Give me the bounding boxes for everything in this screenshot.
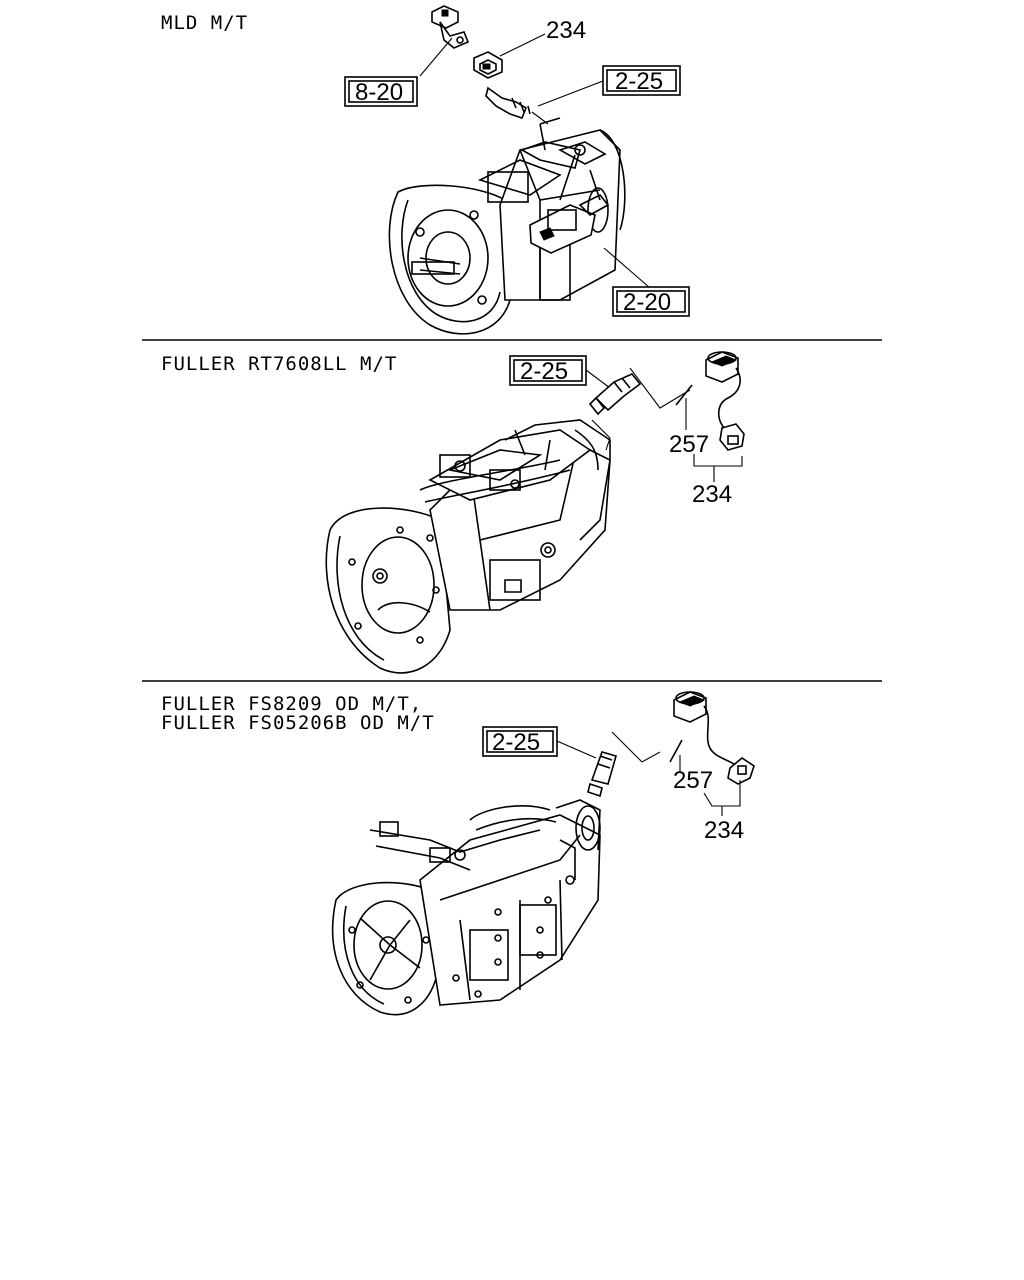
svg-text:2-25: 2-25 (615, 68, 663, 95)
leader-plug-to-pin-c (611, 731, 661, 763)
ref-box-2-20: 2-20 (612, 286, 690, 317)
part-number-234-c: 234 (704, 817, 744, 844)
section-title-mld: MLD M/T (161, 12, 248, 34)
part-number-234-b: 234 (692, 481, 732, 508)
section-fuller-rt7608ll: FULLER RT7608LL M/T 2-25 257 (161, 351, 745, 674)
svg-text:2-25: 2-25 (492, 729, 540, 756)
ref-box-2-25-b: 2-25 (509, 355, 587, 386)
speed-sensor (473, 51, 503, 79)
fs8209-transmission-illustration (332, 799, 601, 1016)
rt7608ll-transmission-illustration (325, 419, 611, 674)
part-number-257-b: 257 (669, 431, 709, 458)
section-mld: MLD M/T 234 8-20 2-25 (161, 5, 690, 335)
leader-234-a (499, 33, 546, 57)
speed-sensor-harness-b (705, 351, 745, 451)
bracket-234-b (693, 454, 743, 482)
speed-sensor-harness-c (673, 691, 755, 785)
part-number-257-c: 257 (673, 767, 713, 794)
plug-component-b (588, 373, 642, 416)
leader-plug-to-pin (629, 367, 691, 409)
svg-text:2-25: 2-25 (520, 358, 568, 385)
bracket-234-c (703, 780, 741, 816)
section-title-fs8209: FULLER FS8209 OD M/T, (161, 693, 422, 715)
mld-transmission-illustration (388, 117, 626, 335)
ref-box-2-25-a: 2-25 (602, 65, 681, 96)
ref-box-8-20: 8-20 (344, 76, 418, 107)
leader-8-20 (419, 37, 453, 77)
svg-text:2-20: 2-20 (623, 289, 671, 316)
leader-2-20 (603, 247, 651, 289)
leader-2-25-a (537, 80, 604, 107)
switch-component (431, 5, 470, 49)
section-fuller-fs8209: FULLER FS8209 OD M/T, FULLER FS05206B OD… (161, 691, 755, 1016)
section-title-rt7608ll: FULLER RT7608LL M/T (161, 353, 397, 375)
ref-box-2-25-c: 2-25 (482, 726, 558, 757)
leader-2-25-b (585, 369, 611, 389)
part-number-234-a: 234 (546, 17, 586, 44)
pin-257-c (669, 739, 683, 763)
pin-257 (675, 384, 693, 406)
plug-component-c (587, 751, 617, 798)
leader-2-25-c (556, 740, 597, 759)
svg-text:8-20: 8-20 (355, 79, 403, 106)
section-title-fs05206b: FULLER FS05206B OD M/T (161, 712, 435, 734)
